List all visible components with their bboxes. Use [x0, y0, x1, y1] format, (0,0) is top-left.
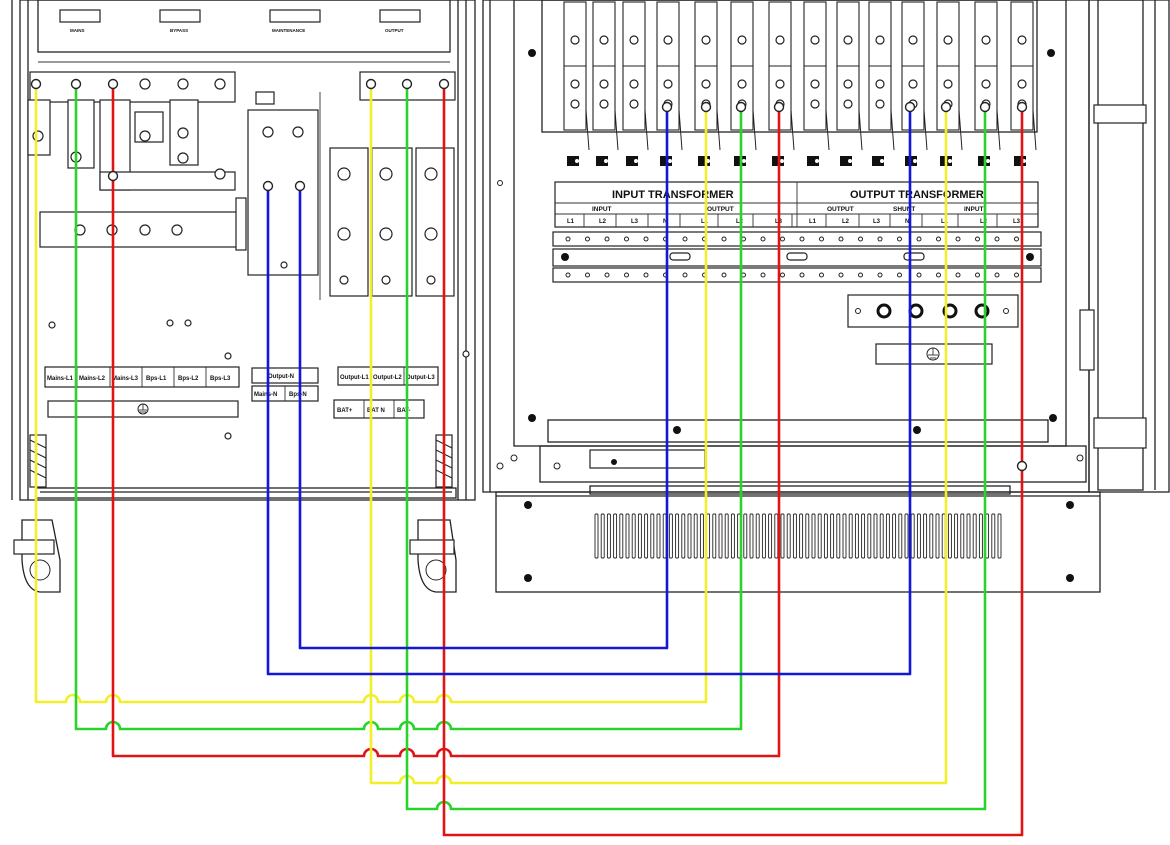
terminal-point: [401, 78, 413, 90]
phase-label: N: [663, 219, 667, 225]
label-mains-l2: Mains-L2: [79, 376, 106, 382]
terminal-point: [1016, 101, 1028, 113]
transformer-terminal-block: [541, 0, 1038, 133]
label-bat-minus: BAT-: [397, 408, 411, 414]
terminal-point: [70, 78, 82, 90]
phase-label: L1: [567, 219, 575, 225]
left-cabinet-frame: [19, 0, 476, 501]
terminal-clip: [698, 156, 710, 166]
output-group-label: OUTPUT: [707, 206, 734, 213]
din-rail-top: [552, 231, 1042, 247]
input-transformer-label: INPUT TRANSFORMER: [612, 189, 734, 201]
terminal-clip: [807, 156, 819, 166]
upper-busbar-row: [29, 71, 236, 103]
terminal-point: [107, 78, 119, 90]
terminal-point: [735, 101, 747, 113]
phase-label: L2: [599, 219, 607, 225]
phase-label: L3: [873, 219, 881, 225]
left-bottom-rail: [35, 487, 457, 499]
terminal-point: [661, 101, 673, 113]
switch-label-maintenance: MAINTENANCE: [272, 28, 305, 33]
terminal-clip: [840, 156, 852, 166]
cabinet-drawings: MAINS BYPASS MAINTENANCE OUTPUT: [11, 0, 1170, 593]
switch-label-bypass: BYPASS: [170, 28, 188, 33]
phase-label: L3: [1013, 219, 1021, 225]
side-door: [1088, 0, 1170, 493]
phase-label: L3: [631, 219, 639, 225]
label-output-l3: Output-L3: [406, 375, 435, 381]
caster-right: [409, 434, 457, 593]
output-transformer-label: OUTPUT TRANSFORMER: [850, 189, 984, 201]
label-mains-l3: Mains-L3: [112, 376, 139, 382]
terminal-clip: [596, 156, 608, 166]
label-bps-l2: Bps-L2: [178, 376, 199, 382]
phase-label: L2: [842, 219, 850, 225]
input-group-label: INPUT: [592, 206, 612, 213]
label-output-l2: Output-L2: [373, 375, 402, 381]
terminal-point: [904, 101, 916, 113]
terminal-columns: [563, 1, 1037, 166]
phase-label: N: [905, 219, 909, 225]
switch-label-output: OUTPUT: [385, 28, 404, 33]
power-wires: [30, 78, 1028, 837]
output-group2-label: OUTPUT: [827, 206, 854, 213]
left-cabinet: MAINS BYPASS MAINTENANCE OUTPUT: [11, 0, 476, 593]
input-group2-label: INPUT: [964, 206, 984, 213]
wire-green-mains-l2: [74, 84, 743, 731]
wire-blue-neutral-input: [298, 107, 669, 650]
wire-blue-neutral-output: [266, 107, 912, 676]
switch-label-mains: MAINS: [70, 28, 85, 33]
phase-label: L1: [809, 219, 817, 225]
din-rail-bottom: [552, 267, 1042, 283]
terminal-point: [979, 101, 991, 113]
label-mains-n: Mains-N: [254, 392, 277, 398]
terminal-point: [365, 78, 377, 90]
terminal-clip: [567, 156, 579, 166]
label-bps-n: Bps-N: [289, 392, 307, 398]
vented-base: [495, 491, 1101, 593]
shunt-label: SHUNT: [893, 206, 915, 213]
terminal-point: [700, 101, 712, 113]
ground-icon: [137, 403, 149, 415]
battery-label-strip: [333, 399, 425, 419]
terminal-point: [940, 101, 952, 113]
label-output-l1: Output-L1: [340, 375, 369, 381]
terminal-screws: [32, 78, 470, 440]
terminal-clip: [626, 156, 638, 166]
label-output-n: Output-N: [268, 374, 294, 380]
terminal-clip: [1014, 156, 1026, 166]
terminal-clip: [872, 156, 884, 166]
terminal-point: [262, 180, 274, 192]
terminal-point: [30, 78, 42, 90]
breaker-tray: [37, 0, 451, 53]
terminal-point: [1016, 460, 1028, 472]
label-bps-l3: Bps-L3: [210, 376, 231, 382]
neutral-bar: [247, 109, 319, 276]
terminal-point: [438, 78, 450, 90]
vent-slots: [594, 513, 1002, 559]
ground-bar-right: [847, 294, 1019, 328]
terminal-point: [107, 170, 119, 182]
label-bat-n: BAT N: [367, 408, 385, 414]
label-bat-plus: BAT+: [337, 408, 353, 414]
label-bps-l1: Bps-L1: [146, 376, 167, 382]
transformer-label-band: [554, 181, 1039, 228]
terminal-point: [294, 180, 306, 192]
right-cabinet: INPUT TRANSFORMER OUTPUT TRANSFORMER INP…: [482, 0, 1170, 593]
wire-yellow-output-l1: [369, 84, 948, 785]
label-mains-l1: Mains-L1: [47, 376, 74, 382]
terminal-point: [773, 101, 785, 113]
output-label-strip: [337, 366, 439, 386]
ground-icon-right: [926, 347, 940, 361]
